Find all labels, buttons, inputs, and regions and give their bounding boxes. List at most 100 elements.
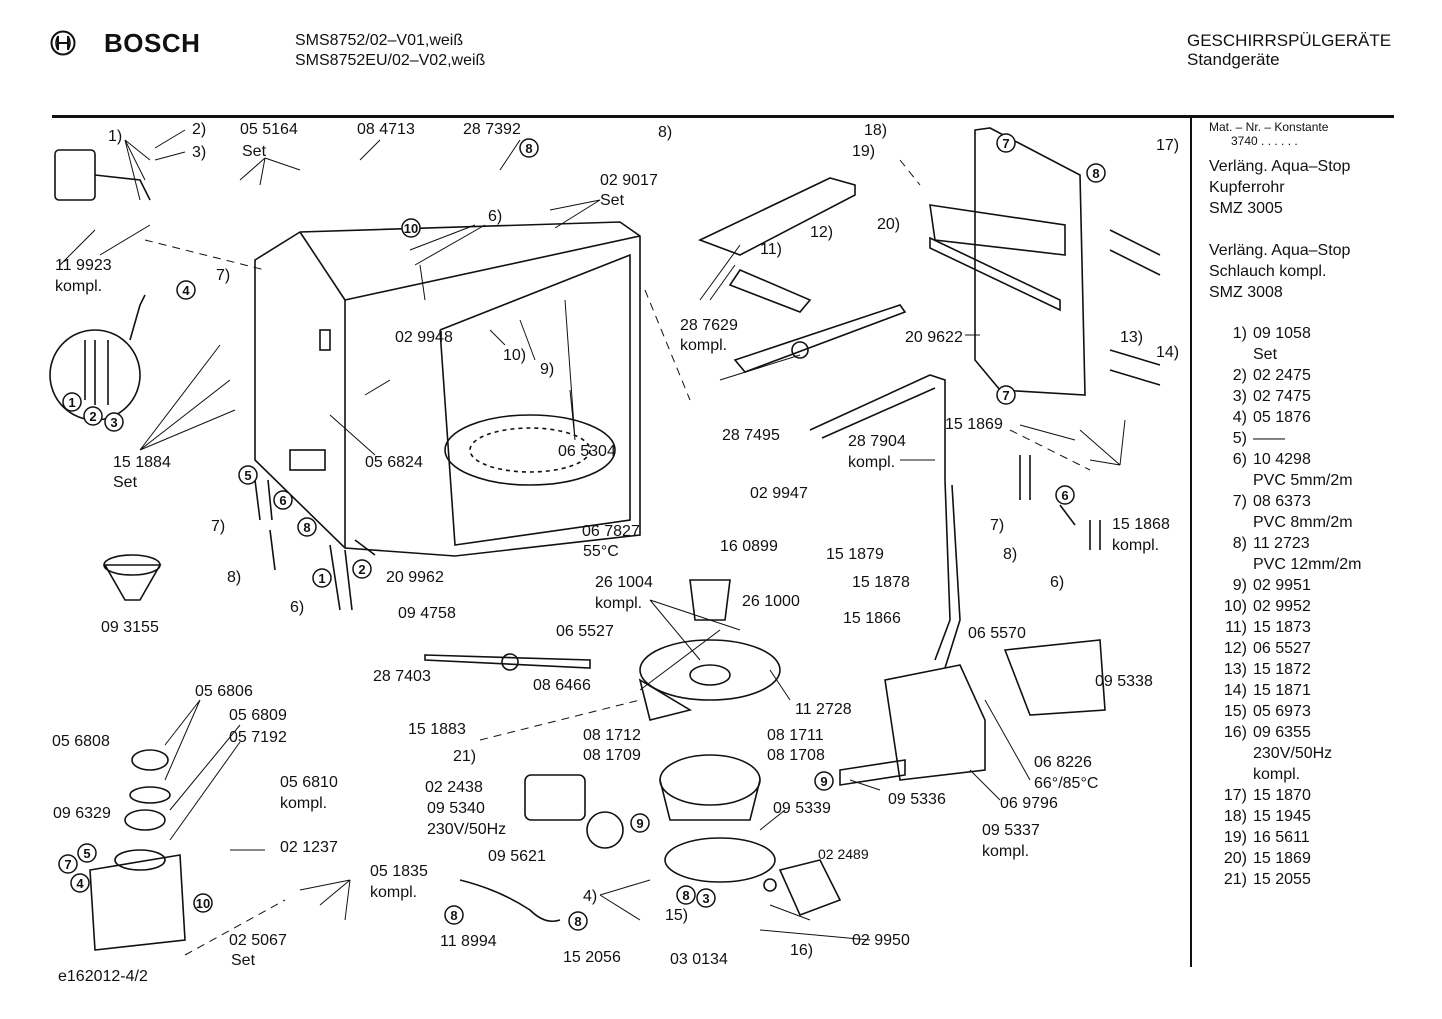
konstante-value: 3740 . . . . . . [1231,134,1298,148]
legend-number: 14) [1223,682,1247,699]
part-label: 13) [1120,329,1143,346]
svg-text:10: 10 [404,221,418,236]
legend-number: 10) [1223,598,1247,615]
part-label: 05 6824 [365,454,423,471]
model-line-1: SMS8752/02–V01,weiß [295,32,464,49]
legend-row: 11)15 1873 [1209,617,1361,638]
part-label: 09 4758 [398,605,456,622]
part-label: kompl. [982,843,1029,860]
part-label: 16 0899 [720,538,778,555]
aqua1-line: SMZ 3005 [1209,200,1283,217]
part-label: 28 7495 [722,427,780,444]
legend-part-number: PVC 8mm/2m [1253,514,1353,531]
callout-circle: 8 [568,911,588,931]
part-label: 15 1884 [113,454,171,471]
legend-number: 11) [1225,619,1247,636]
part-label: 26 1004 [595,574,653,591]
legend-part-number: Set [1253,346,1278,363]
legend-number: 3) [1232,388,1247,405]
legend-row: 15)05 6973 [1209,701,1361,722]
legend-part-number: 11 2723 [1253,535,1310,552]
part-label: 16) [790,942,813,959]
legend-number: 12) [1223,640,1247,657]
door-panel [929,127,1161,396]
aqua2-line: Verläng. Aqua–Stop [1209,242,1351,259]
svg-text:7: 7 [1002,136,1009,151]
callout-circle: 7 [996,385,1016,405]
legend-number: 4) [1232,409,1247,426]
svg-text:4: 4 [76,876,84,891]
callout-circle: 3 [696,888,716,908]
callout-circle: 8 [444,905,464,925]
legend-row: PVC 8mm/2m [1209,512,1361,533]
part-label: 11) [760,241,782,258]
callout-circle: 8 [519,138,539,158]
legend-number: 7) [1232,493,1247,510]
part-label: Set [231,952,256,969]
category-line-2: Standgeräte [1187,50,1280,69]
legend-part-number: 15 2055 [1253,871,1311,888]
legend-row: Set [1209,344,1361,365]
legend-row: 10)02 9952 [1209,596,1361,617]
part-label: 7) [216,267,230,284]
part-label: 11 2728 [795,701,852,718]
legend-part-number: 02 9951 [1253,577,1311,594]
legend-row: 6)10 4298 [1209,449,1361,470]
legend-row: 18)15 1945 [1209,806,1361,827]
part-label: 8) [1003,546,1017,563]
legend-part-number: kompl. [1253,766,1301,783]
legend-part-number: 09 6355 [1253,724,1311,741]
parts-legend-panel: Mat. – Nr. – Konstante 3740 . . . . . . … [1209,120,1361,890]
aqua-stop-copper: Verläng. Aqua–Stop Kupferrohr SMZ 3005 [1209,156,1361,219]
legend-row: 20)15 1869 [1209,848,1361,869]
legend-part-number: 05 6973 [1253,703,1311,720]
part-label: 66°/85°C [1034,775,1098,792]
svg-text:8: 8 [1092,166,1099,181]
part-label: 7) [990,517,1004,534]
svg-text:3: 3 [110,415,117,430]
part-label: 05 7192 [229,729,287,746]
part-label: 15 1879 [826,546,884,563]
part-label: 4) [583,888,597,905]
part-label: kompl. [280,795,327,812]
legend-part-number: 15 1869 [1253,850,1311,867]
callout-circle: 1 [312,568,332,588]
legend-part-number: 15 1872 [1253,661,1311,678]
legend-part-number: 09 1058 [1253,325,1311,342]
callout-circle: 1 [62,392,82,412]
part-label: 02 9017 [600,172,658,189]
part-label: 06 5527 [556,623,614,640]
legend-row: 230V/50Hz [1209,743,1361,764]
part-label: 05 5164 [240,121,298,138]
legend-row: 19)16 5611 [1209,827,1361,848]
part-label: 02 9950 [852,932,910,949]
drawing-code: e162012-4/2 [58,968,148,985]
diagram-drawing [49,127,1161,956]
svg-text:8: 8 [450,908,457,923]
legend-row: 5) —— [1209,428,1361,449]
part-label: 15 1878 [852,574,910,591]
part-label: 1) [108,128,122,145]
supply-pipe [809,374,961,669]
part-label: 15 1868 [1112,516,1170,533]
part-label: 20 9962 [386,569,444,586]
legend-part-number: —— [1253,430,1285,447]
leader-lines [59,129,1126,941]
part-label: 15 2056 [563,949,621,966]
part-label: 28 7392 [463,121,521,138]
side-divider [1190,117,1192,967]
svg-text:6: 6 [1061,488,1068,503]
part-label: 19) [852,143,875,160]
part-label: 09 5621 [488,848,546,865]
part-label: 08 1711 [767,727,824,744]
callout-circle: 3 [104,412,124,432]
drain-hose-small [459,879,561,923]
part-label: 05 1835 [370,863,428,880]
legend-row: 17)15 1870 [1209,785,1361,806]
legend-row: 16)09 6355 [1209,722,1361,743]
legend-row: 1)09 1058 [1209,323,1361,344]
strainer [103,554,162,601]
legend-number: 5) [1232,430,1247,447]
callout-circle: 9 [814,771,834,791]
part-label: 11 8994 [440,933,497,950]
